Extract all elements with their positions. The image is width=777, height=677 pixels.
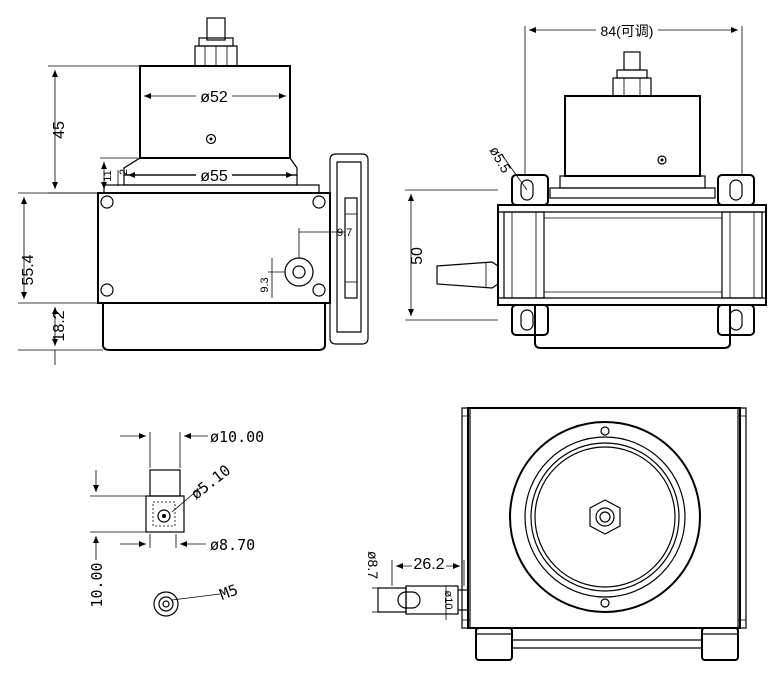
top-housing (467, 407, 741, 629)
dim-bottom: ø8.70 (210, 536, 255, 554)
dim-width: 84(可调) (601, 23, 654, 39)
dim-offset: 26.2 (413, 556, 444, 573)
dim-height-bottom: 18.2 (51, 310, 68, 341)
dim-dia-base: ø55 (200, 168, 228, 185)
dim-step-1: 11 (102, 170, 114, 181)
top-side-connector (377, 587, 407, 613)
dim-hole-x: 9.7 (337, 227, 352, 239)
dim-slot: ø5.5 (486, 143, 514, 175)
dim-dia-top: ø52 (200, 89, 228, 106)
dim-height-body: 55.4 (20, 254, 37, 285)
side-rail-assembly (497, 204, 767, 306)
side-connector (284, 257, 314, 287)
dim-hole-y: 9.3 (259, 277, 271, 292)
center-nut (589, 499, 621, 535)
dim-dia-b: ø10 (442, 591, 454, 610)
m5-nut (153, 591, 179, 617)
dim-dia-a: ø8.7 (365, 551, 381, 579)
mounting-bracket (329, 153, 369, 345)
side-view: 84(可调) ø5.5 50 (405, 20, 767, 349)
front-view: 45 ø52 ø55 11 2 55.4 18.2 9.7 9.3 (18, 17, 369, 365)
dim-height-top: 45 (51, 121, 68, 139)
side-drum (564, 95, 701, 177)
top-drum (139, 65, 291, 159)
dim-step-2: 2 (118, 169, 130, 175)
top-view: 26.2 ø8.7 ø10 (365, 407, 747, 661)
connector-detail: ø10.00 ø5.10 ø8.70 10.00 M5 (88, 428, 264, 617)
thread-label: M5 (217, 581, 240, 604)
dim-height: 50 (409, 247, 426, 265)
cable-gland (194, 17, 238, 67)
dim-outer: ø10.00 (210, 428, 264, 446)
dim-length: 10.00 (88, 562, 106, 607)
dim-inner: ø5.10 (187, 461, 234, 503)
main-body (97, 192, 331, 304)
